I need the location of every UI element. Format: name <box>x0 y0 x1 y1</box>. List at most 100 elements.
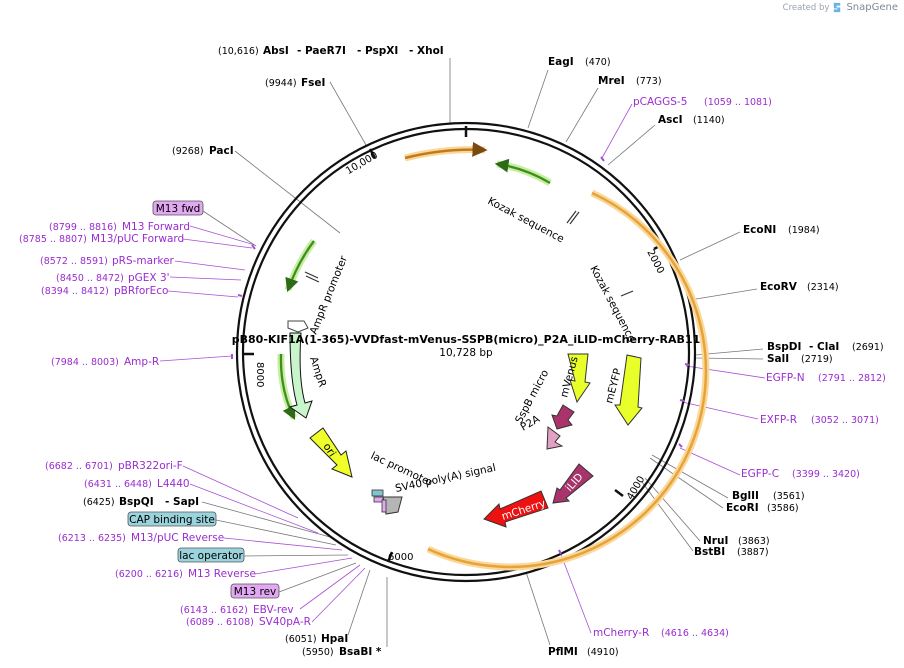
primer-pos-pcaggs5: (1059 .. 1081) <box>704 97 772 108</box>
primer-name-prsmarker: pRS-marker <box>112 255 175 267</box>
enzyme-pos-nrui: (3863) <box>738 536 770 547</box>
svg-text:M13 rev: M13 rev <box>234 586 277 598</box>
primer-name-egfpn: EGFP-N <box>766 372 805 384</box>
green-arc-amp <box>279 353 296 421</box>
green-arc-top-glow <box>496 160 552 187</box>
primer-name-m13forward: M13 Forward <box>122 221 190 233</box>
box-m13-fwd: M13 fwd <box>152 200 204 216</box>
orange-short-arc <box>404 141 488 160</box>
primer-leader-lines <box>159 103 766 634</box>
enzyme-name-clai: - ClaI <box>809 341 839 353</box>
primer-pos-ampr: (7984 .. 8003) <box>51 357 119 368</box>
enzyme-labels: (10,616) AbsI - PaeR7I - PspXI - XhoI Ea… <box>83 45 884 658</box>
enzyme-pos-pflmi: (4910) <box>587 647 619 658</box>
enzyme-name-absi: AbsI <box>263 45 289 57</box>
svg-text:lac operator: lac operator <box>179 550 243 562</box>
primer-name-egfpc: EGFP-C <box>741 468 779 480</box>
box-cap-leader <box>215 519 337 546</box>
credit-created-by: Created by <box>782 2 830 13</box>
svg-text:CAP binding site: CAP binding site <box>129 514 215 526</box>
primer-pos-ebvrev: (6143 .. 6162) <box>180 605 248 616</box>
primer-pos-mcherryr: (4616 .. 4634) <box>661 628 729 639</box>
mcherry-arrow <box>483 490 549 528</box>
enzyme-name-sapi: - SapI <box>165 496 199 508</box>
enzyme-name-paci: PacI <box>209 145 234 157</box>
primer-pos-egfpc: (3399 .. 3420) <box>792 469 860 480</box>
primer-name-pgex3: pGEX 3' <box>128 272 170 284</box>
box-cap-binding-site: CAP binding site <box>127 511 217 527</box>
ori-arrow <box>309 427 353 478</box>
p2a-arrow <box>546 426 564 450</box>
primer-pos-m13reverse: (6200 .. 6216) <box>115 569 183 580</box>
enzyme-pos-bspqi: (6425) <box>83 497 115 508</box>
primer-pos-prsmarker: (8572 .. 8591) <box>40 256 108 267</box>
enzyme-name-bglii: BglII <box>732 490 759 502</box>
ampr-promoter-arrow <box>287 320 309 333</box>
meyfp-arrow <box>614 354 643 426</box>
primer-pos-l4440: (6431 .. 6448) <box>84 479 152 490</box>
enzyme-pos-eagi: (470) <box>585 57 611 68</box>
primer-name-ebvrev: EBV-rev <box>253 604 294 616</box>
plasmid-name: pB80-KIF1A(1-365)-VVDfast-mVenus-SSPB(mi… <box>232 333 700 346</box>
primer-name-ampr: Amp-R <box>124 356 159 368</box>
enzyme-pos-bglii: (3561) <box>773 491 805 502</box>
ampr-arrow <box>288 332 313 419</box>
tick-label-8000: 8000 <box>254 362 265 387</box>
enzyme-name-hpai: HpaI <box>321 633 348 645</box>
feature-label-kozak-1: Kozak sequence <box>486 195 566 245</box>
box-lac-operator: lac operator <box>177 547 245 563</box>
green-arc-top <box>494 158 551 184</box>
enzyme-name-pflmi: PflMI <box>548 646 578 658</box>
primer-name-m13reverse: M13 Reverse <box>188 568 256 580</box>
enzyme-name-bspdi: BspDI <box>767 341 801 353</box>
enzyme-name-sali: SalI <box>767 353 789 365</box>
orange-cds-arc <box>427 191 708 569</box>
ilid-arrow <box>552 463 594 504</box>
enzyme-name-paer7i: - PaeR7I <box>297 45 346 57</box>
enzyme-name-nrui: NruI <box>703 535 728 547</box>
enzyme-name-fsei: FseI <box>301 77 325 89</box>
enzyme-name-bsabi: BsaBI * <box>339 646 382 658</box>
primer-name-pcaggs5: pCAGGS-5 <box>633 96 687 108</box>
tick-label-6000: 6000 <box>388 552 413 563</box>
backbone-outer-ring <box>235 121 697 583</box>
enzyme-name-econi: EcoNI <box>743 224 776 236</box>
primer-pos-m13pucreverse: (6213 .. 6235) <box>58 533 126 544</box>
enzyme-pos-paci: (9268) <box>172 146 204 157</box>
enzyme-pos-bstbi: (3887) <box>737 547 769 558</box>
enzyme-name-bstbi: BstBI <box>694 546 725 558</box>
primer-name-exfpr: EXFP-R <box>760 414 797 426</box>
enzyme-pos-fsei: (9944) <box>265 78 297 89</box>
boxed-feature-labels: M13 fwd CAP binding site lac operator M1… <box>127 200 357 599</box>
enzyme-pos-bsabi: (5950) <box>302 647 334 658</box>
feature-label-ampr-promoter: AmpR promoter <box>308 254 351 336</box>
feature-label-ampr: AmpR <box>307 355 328 389</box>
enzyme-name-ecori: EcoRI <box>726 502 759 514</box>
enzyme-name-ecorv: EcoRV <box>760 281 798 293</box>
enzyme-pos-asci: (1140) <box>693 115 725 126</box>
primer-name-mcherryr: mCherry-R <box>593 627 649 639</box>
primer-name-m13pucreverse: M13/pUC Reverse <box>131 532 224 544</box>
primer-name-l4440: L4440 <box>157 478 190 490</box>
primer-ring-marks <box>231 156 690 555</box>
snapgene-logo-icon <box>834 2 841 13</box>
leader-lines <box>201 58 764 647</box>
enzyme-pos-econi: (1984) <box>788 225 820 236</box>
enzyme-pos-ecorv: (2314) <box>807 282 839 293</box>
box-m13-rev: M13 rev <box>230 583 280 599</box>
primer-name-sv40par: SV40pA-R <box>259 616 311 628</box>
primer-pos-egfpn: (2791 .. 2812) <box>818 373 886 384</box>
snapgene-credit: Created by SnapGene <box>783 2 898 13</box>
enzyme-name-asci: AscI <box>658 114 683 126</box>
primer-labels: pCAGGS-5 (1059 .. 1081) EGFP-N (2791 .. … <box>19 96 886 639</box>
box-m13-fwd-leader <box>202 210 257 247</box>
credit-brand: SnapGene <box>846 2 898 13</box>
enzyme-pos-hpai: (6051) <box>285 634 317 645</box>
primer-name-pbrforeco: pBRforEco <box>114 285 168 297</box>
sspb-arrow <box>551 404 575 430</box>
kozak-markers <box>304 210 634 297</box>
svg-text:M13 fwd: M13 fwd <box>156 203 201 215</box>
enzyme-name-bspqi: BspQI <box>119 496 154 508</box>
green-arc-left <box>285 240 315 293</box>
